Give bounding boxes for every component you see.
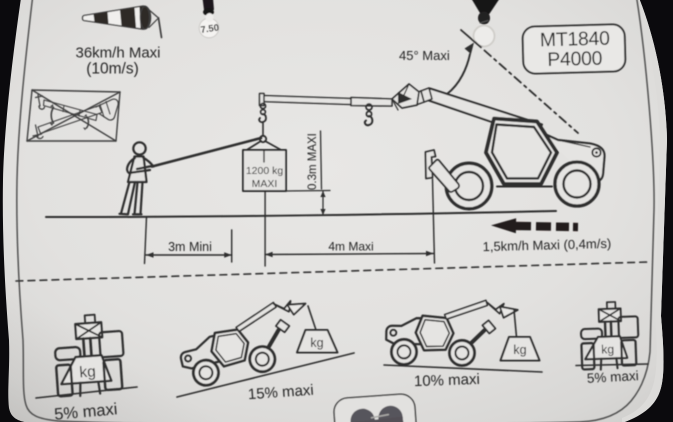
svg-text:0.3m MAXI: 0.3m MAXI	[307, 133, 319, 190]
svg-text:4m Maxi: 4m Maxi	[328, 240, 373, 254]
svg-text:10% maxi: 10% maxi	[414, 371, 480, 390]
svg-text:45° Maxi: 45° Maxi	[399, 48, 450, 63]
svg-text:P4000: P4000	[547, 48, 603, 71]
svg-text:kg: kg	[79, 363, 97, 381]
svg-text:kg: kg	[310, 336, 323, 350]
svg-text:1200 kg: 1200 kg	[246, 165, 284, 177]
svg-text:kg: kg	[513, 343, 526, 357]
svg-text:MT1840: MT1840	[540, 28, 611, 52]
svg-text:(10m/s): (10m/s)	[86, 61, 139, 78]
svg-text:5% maxi: 5% maxi	[587, 368, 639, 386]
svg-text:15% maxi: 15% maxi	[247, 382, 314, 404]
svg-text:3m Mini: 3m Mini	[168, 240, 212, 254]
svg-text:kg: kg	[601, 342, 614, 356]
svg-text:36km/h Maxi: 36km/h Maxi	[75, 45, 160, 62]
svg-text:MAXI: MAXI	[252, 178, 278, 190]
svg-text:7.50: 7.50	[200, 23, 220, 36]
svg-text:1,5km/h Maxi (0,4m/s): 1,5km/h Maxi (0,4m/s)	[482, 236, 611, 254]
svg-text:5% maxi: 5% maxi	[54, 400, 119, 422]
